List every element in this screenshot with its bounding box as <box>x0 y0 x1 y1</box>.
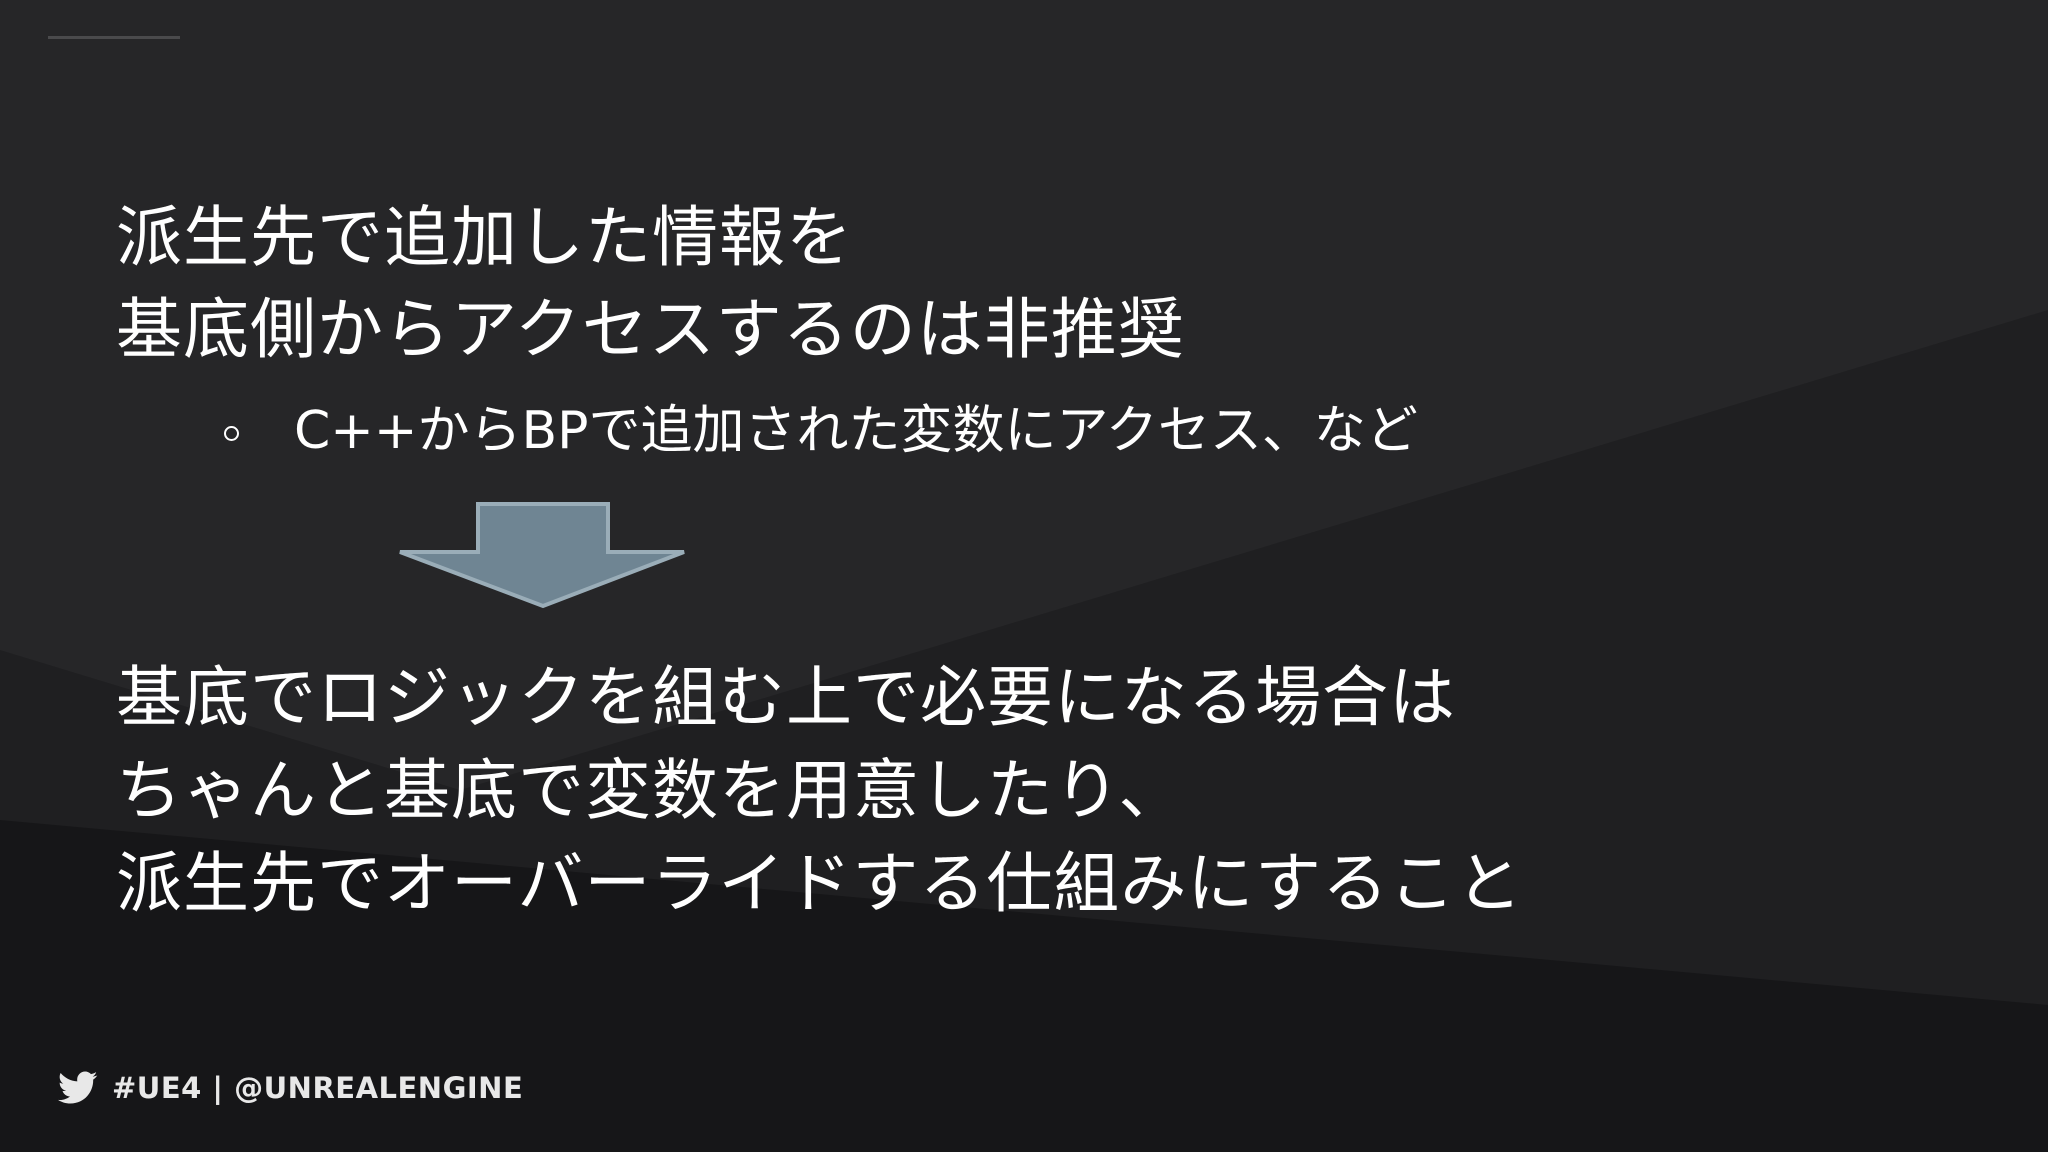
twitter-bird-icon <box>58 1071 98 1104</box>
heading-line-1: 派生先で追加した情報を <box>116 199 853 276</box>
bullet-circle-icon <box>224 426 239 441</box>
conclusion-line-2: ちゃんと基底で変数を用意したり、 <box>116 752 1186 829</box>
heading-line-2: 基底側からアクセスするのは非推奨 <box>116 291 1185 368</box>
footer: #UE4 | @UNREALENGINE <box>58 1069 523 1107</box>
down-arrow-icon <box>399 502 685 609</box>
conclusion-line-3: 派生先でオーバーライドする仕組みにすること <box>116 845 1523 922</box>
conclusion-line-1: 基底でロジックを組む上で必要になる場合は <box>116 659 1456 736</box>
footer-hashtag-text: #UE4 | @UNREALENGINE <box>112 1071 524 1105</box>
background-darker-wedge <box>0 820 2048 1152</box>
sub-bullet-text: C++からBPで追加された変数にアクセス、など <box>294 401 1418 461</box>
top-rule-divider <box>48 36 180 39</box>
